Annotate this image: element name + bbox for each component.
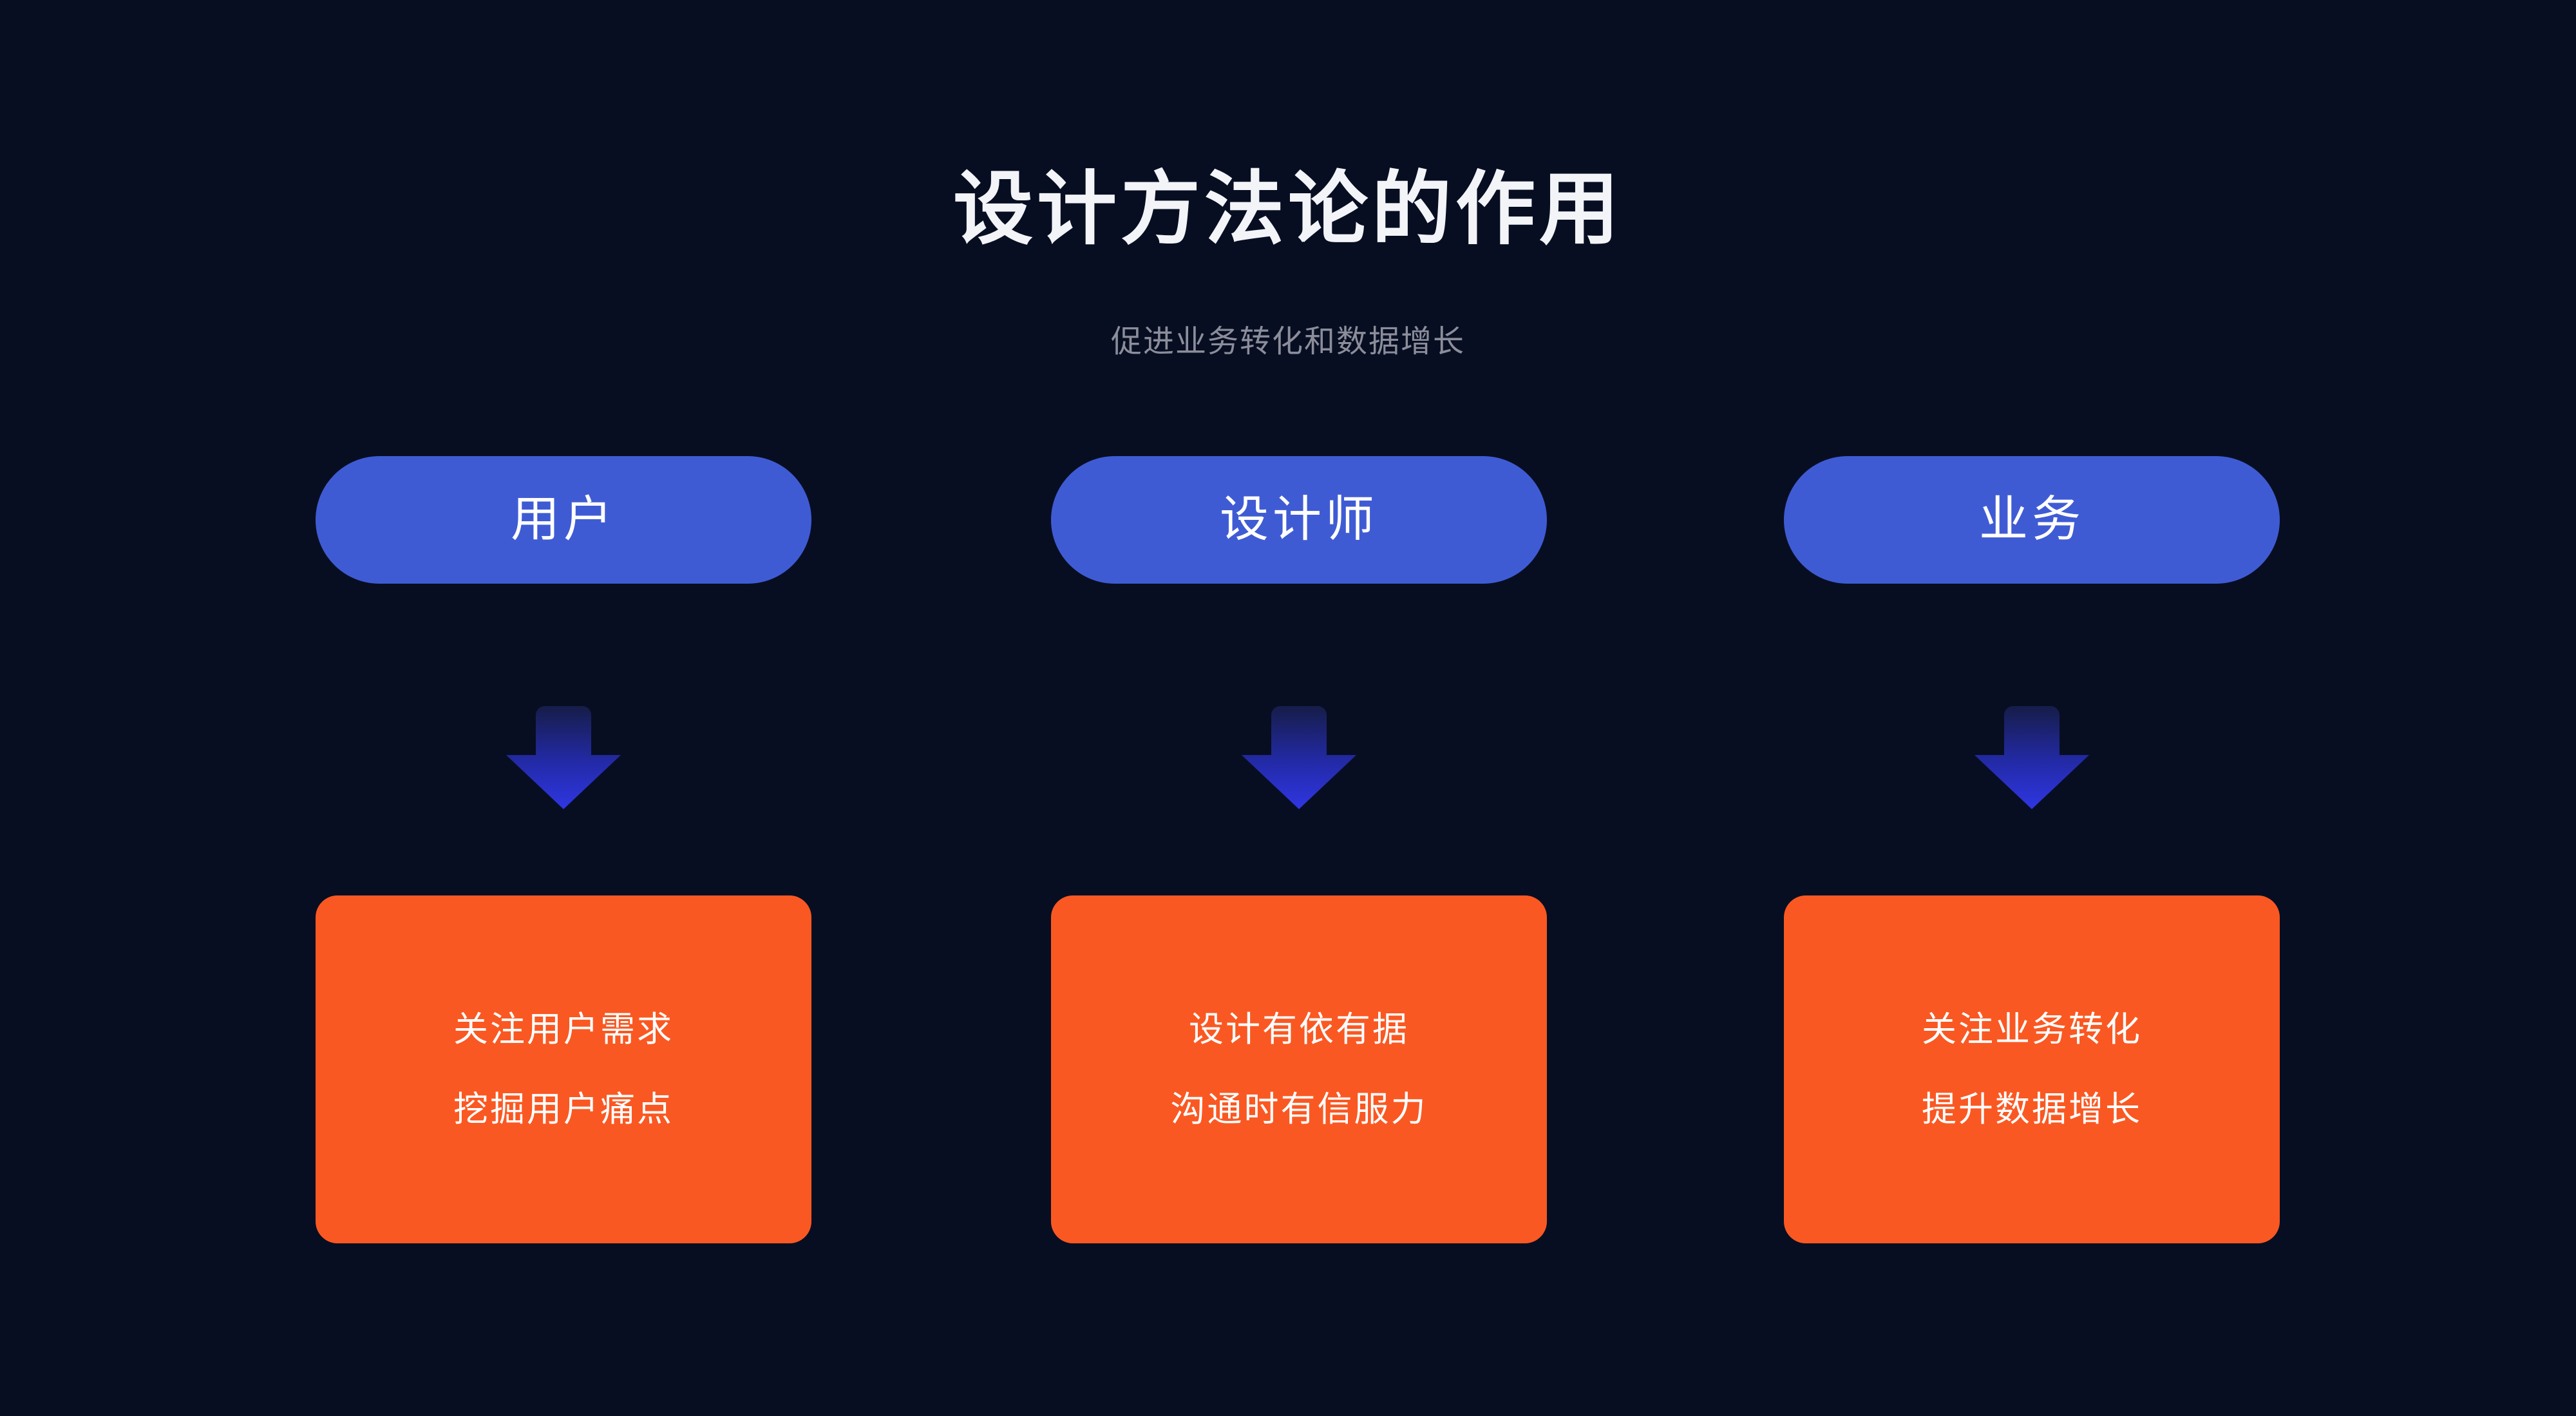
outcome-line: 设计有依有据	[1189, 1010, 1409, 1049]
outcome-line: 提升数据增长	[1922, 1090, 2142, 1129]
outcome-line: 关注业务转化	[1922, 1010, 2142, 1049]
role-pill-user[interactable]: 用户	[316, 456, 811, 584]
outcome-card-designer[interactable]: 设计有依有据 沟通时有信服力	[1051, 895, 1547, 1243]
outcome-card-user[interactable]: 关注用户需求 挖掘用户痛点	[316, 895, 811, 1243]
outcome-line: 关注用户需求	[453, 1010, 674, 1049]
outcome-card-business[interactable]: 关注业务转化 提升数据增长	[1784, 895, 2280, 1243]
down-arrow-icon	[1242, 706, 1356, 809]
down-arrow-icon	[506, 706, 621, 809]
role-pill-label: 用户	[511, 492, 616, 547]
outcome-line: 挖掘用户痛点	[453, 1090, 674, 1129]
role-pill-business[interactable]: 业务	[1784, 456, 2280, 584]
column-designer: 设计师 设计有依有据 沟通时有信服力	[1051, 0, 1547, 1416]
column-business: 业务 关注业务转化 提升数据增长	[1784, 0, 2280, 1416]
role-pill-label: 设计师	[1220, 492, 1378, 547]
column-user: 用户 关注用户需求 挖掘用户痛点	[316, 0, 811, 1416]
role-pill-label: 业务	[1979, 492, 2085, 547]
page-subtitle: 促进业务转化和数据增长	[1110, 325, 1465, 359]
page-title: 设计方法论的作用	[952, 165, 1623, 254]
outcome-line: 沟通时有信服力	[1170, 1090, 1428, 1129]
role-pill-designer[interactable]: 设计师	[1051, 456, 1547, 584]
down-arrow-icon	[1975, 706, 2089, 809]
